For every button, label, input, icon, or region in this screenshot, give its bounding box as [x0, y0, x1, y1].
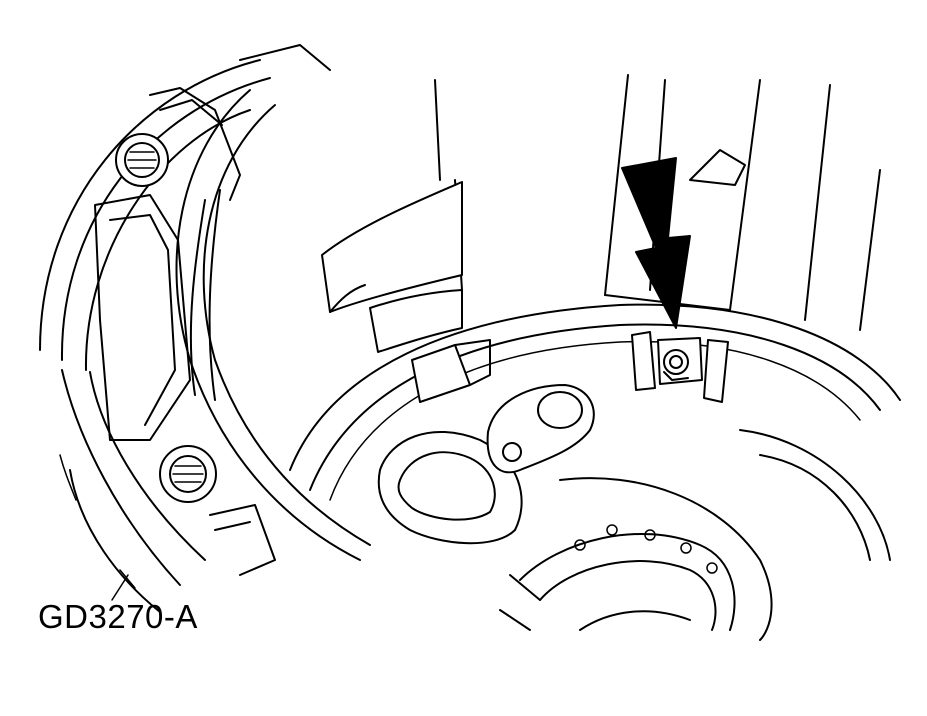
inner-ring: [175, 89, 901, 561]
retainer-detail: [631, 331, 729, 403]
label-leader-line: [111, 569, 136, 601]
bolt-boss-upper: [115, 133, 169, 187]
lower-plate: [377, 384, 891, 641]
bolt-boss-lower: [159, 445, 217, 503]
vane-blocks: [321, 181, 491, 403]
housing-ribs: [94, 87, 276, 576]
outer-housing: [39, 44, 331, 613]
figure-code-label: GD3270-A: [38, 598, 198, 635]
down-pointing-arrow-icon: [621, 157, 691, 329]
